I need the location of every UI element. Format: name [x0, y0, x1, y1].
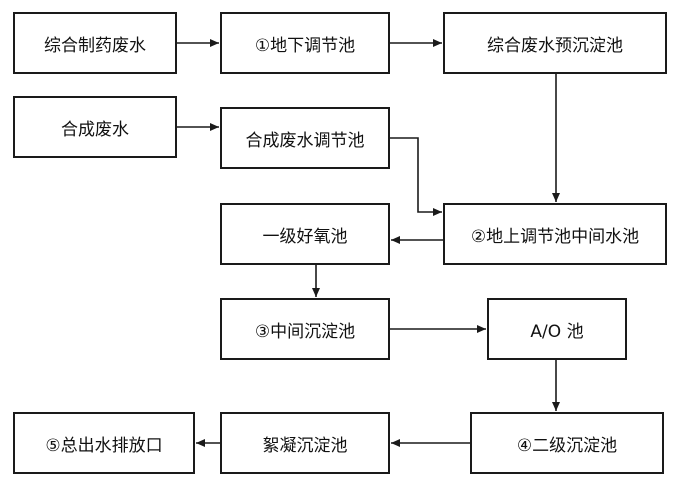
box-underground-regulating-pond: ①地下调节池	[220, 12, 390, 74]
box-flocculation-sedimentation-pond: 絮凝沉淀池	[220, 412, 390, 474]
box-secondary-sedimentation-pond: ④二级沉淀池	[470, 412, 664, 474]
arrow-b5-to-b6	[390, 137, 442, 216]
box-comprehensive-pharma-wastewater: 综合制药废水	[13, 12, 177, 74]
box-intermediate-sedimentation-pond: ③中间沉淀池	[220, 298, 390, 360]
box-synthetic-wastewater: 合成废水	[13, 96, 177, 158]
box-ao-pond: A/O 池	[487, 298, 627, 360]
box-pre-sedimentation-pond: 综合废水预沉淀池	[443, 12, 667, 74]
box-aboveground-regulating-pond: ②地上调节池中间水池	[443, 203, 667, 265]
box-primary-aerobic-pond: 一级好氧池	[220, 203, 390, 265]
box-synthetic-regulating-pond: 合成废水调节池	[220, 107, 390, 169]
box-total-effluent-outlet: ⑤总出水排放口	[13, 412, 195, 474]
